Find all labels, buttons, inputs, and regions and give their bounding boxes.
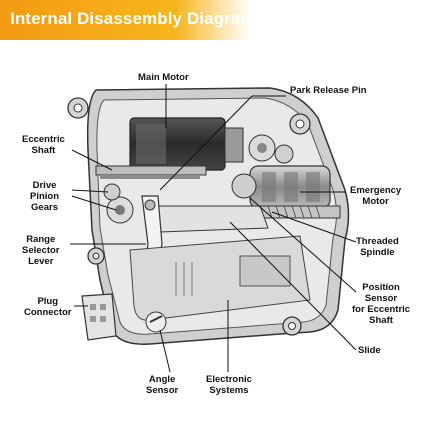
label-angle-sensor: Angle Sensor (146, 374, 179, 396)
plug-connector-part (81, 293, 117, 341)
main-motor-part (129, 117, 244, 171)
title-banner: Internal Disassembly Diagram (0, 0, 256, 40)
label-main-motor: Main Motor (138, 72, 189, 83)
eccentric-shaft-part (95, 165, 207, 179)
label-electronic-systems: Electronic Systems (206, 374, 252, 396)
emergency-motor-part (231, 165, 331, 209)
label-park-release-pin: Park Release Pin (290, 85, 367, 96)
diagram-title: Internal Disassembly Diagram (10, 9, 256, 28)
gear-cluster (248, 134, 294, 164)
angle-sensor-part (145, 311, 167, 333)
label-slide: Slide (358, 345, 381, 356)
label-position-sensor: Position Sensor for Eccentric Shaft (352, 282, 411, 326)
slide-part (149, 205, 269, 233)
label-plug-connector: Plug Connector (24, 296, 72, 318)
leader-lines (70, 84, 357, 373)
label-eccentric-shaft: Eccentric Shaft (22, 134, 65, 156)
label-emergency-motor: Emergency Motor (350, 185, 402, 207)
label-range-selector-lever: Range Selector Lever (22, 234, 60, 267)
label-threaded-spindle: Threaded Spindle (356, 236, 399, 258)
label-drive-pinion-gears: Drive Pinion Gears (30, 180, 60, 213)
